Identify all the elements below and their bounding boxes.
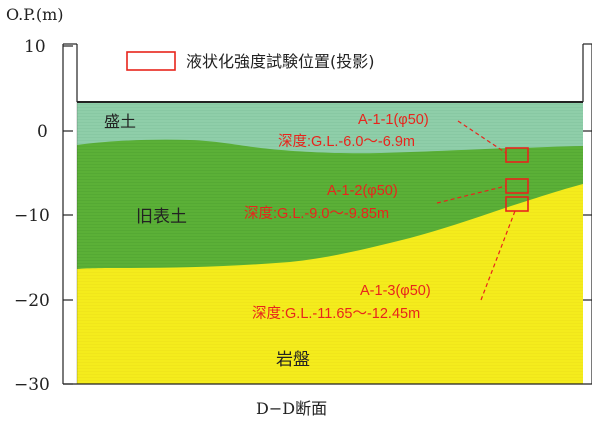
fill-layer — [77, 102, 583, 154]
fill-layer-label: 盛土 — [104, 112, 136, 131]
left-frame — [62, 43, 78, 384]
legend-swatch — [126, 51, 176, 71]
legend-label: 液状化強度試験位置(投影) — [186, 52, 375, 71]
tick-label-minus30: −30 — [14, 375, 50, 395]
leader-line-a-1-3 — [480, 210, 516, 301]
leader-line-a-1-1 — [457, 120, 507, 154]
sample-box-a-1-1 — [505, 147, 529, 163]
sample-box-a-1-3 — [505, 196, 529, 212]
section-caption: D−D断面 — [256, 399, 327, 418]
tick-label-minus20: −20 — [14, 291, 50, 311]
right-frame — [582, 43, 592, 384]
sample-id-a-1-1: A-1-1(φ50) — [358, 112, 429, 128]
old-topsoil-label: 旧表土 — [136, 207, 187, 227]
tick-label-10: 10 — [24, 37, 46, 57]
tick-label-minus10: −10 — [14, 206, 50, 226]
sample-depth-a-1-2: 深度:G.L.-9.0～-9.85m — [244, 205, 389, 222]
leader-line-a-1-2 — [436, 185, 507, 204]
axis-unit-label: O.P.(m) — [6, 5, 64, 24]
bedrock-label: 岩盤 — [276, 350, 310, 370]
sample-depth-a-1-3: 深度:G.L.-11.65～-12.45m — [252, 305, 420, 322]
sample-id-a-1-2: A-1-2(φ50) — [327, 183, 398, 199]
tick-label-0: 0 — [37, 122, 48, 142]
sample-depth-a-1-1: 深度:G.L.-6.0～-6.9m — [278, 133, 415, 150]
section-body — [63, 101, 592, 385]
sample-id-a-1-3: A-1-3(φ50) — [360, 283, 431, 299]
